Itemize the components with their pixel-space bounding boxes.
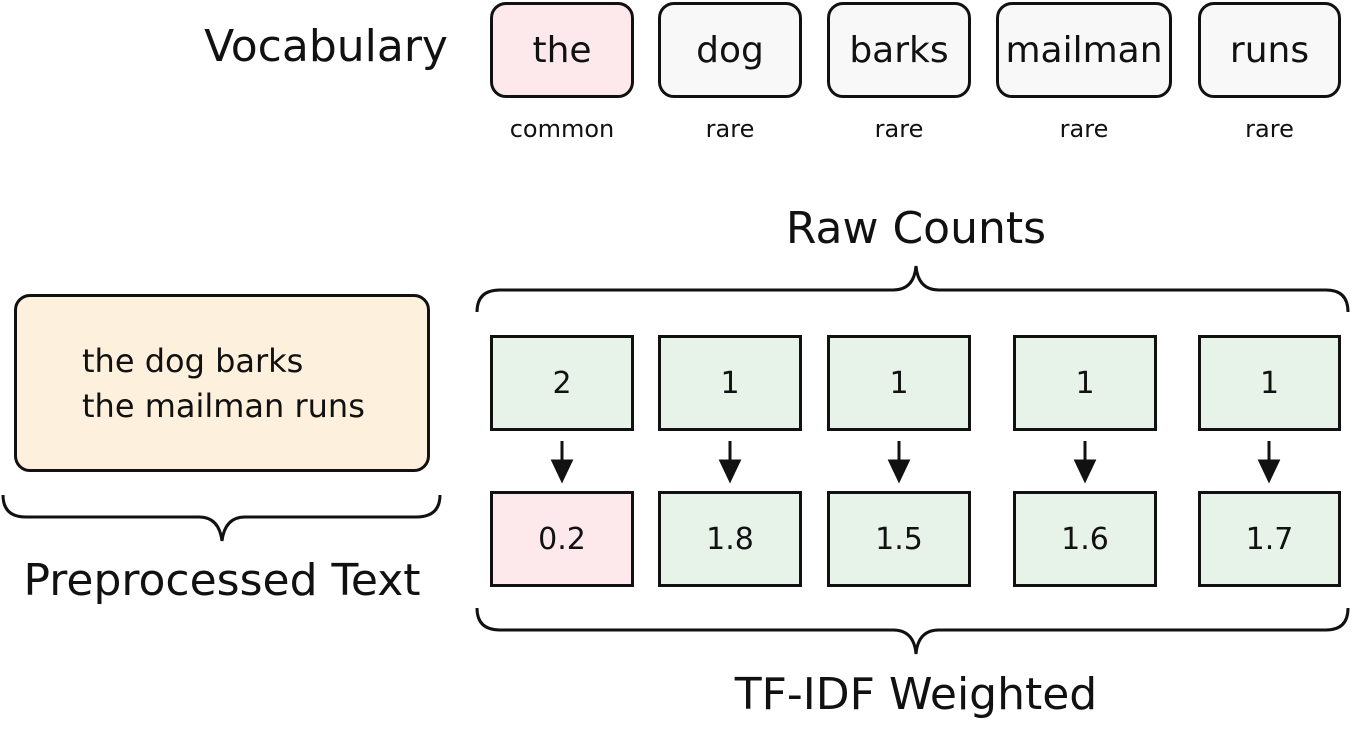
raw-count-runs: 1 <box>1198 335 1341 431</box>
raw-count-dog: 1 <box>658 335 802 431</box>
preprocessed-text-box <box>14 294 430 472</box>
tfidf-value-runs: 1.7 <box>1198 491 1341 587</box>
tfidf-title: TF-IDF Weighted <box>734 668 1098 720</box>
vocab-word-barks: barks <box>827 2 971 98</box>
vocab-frequency-label: rare <box>874 115 924 143</box>
preprocessed-text-brace <box>1 494 442 542</box>
raw-count-the: 2 <box>490 335 634 431</box>
vocab-frequency-label: rare <box>1059 115 1109 143</box>
vocab-frequency-label: rare <box>1245 115 1294 143</box>
vocabulary-title: Vocabulary <box>204 20 448 72</box>
tfidf-value-barks: 1.5 <box>827 491 971 587</box>
raw-count-mailman: 1 <box>1013 335 1157 431</box>
raw-counts-brace <box>475 265 1350 313</box>
tfidf-brace <box>475 607 1350 655</box>
raw-count-barks: 1 <box>827 335 971 431</box>
preprocessed-text-title: Preprocessed Text <box>23 554 421 606</box>
raw-counts-title: Raw Counts <box>785 202 1047 254</box>
vocab-word-runs: runs <box>1198 2 1341 98</box>
preprocessed-text-line: the mailman runs <box>82 387 365 425</box>
tfidf-value-dog: 1.8 <box>658 491 802 587</box>
vocab-frequency-label: rare <box>705 115 755 143</box>
preprocessed-text-line: the dog barks <box>82 342 304 380</box>
vocab-word-mailman: mailman <box>996 2 1172 98</box>
vocab-word-dog: dog <box>658 2 802 98</box>
tfidf-value-mailman: 1.6 <box>1013 491 1157 587</box>
vocab-frequency-label: common <box>509 115 615 143</box>
tfidf-value-the: 0.2 <box>490 491 634 587</box>
vocab-word-the: the <box>490 2 634 98</box>
